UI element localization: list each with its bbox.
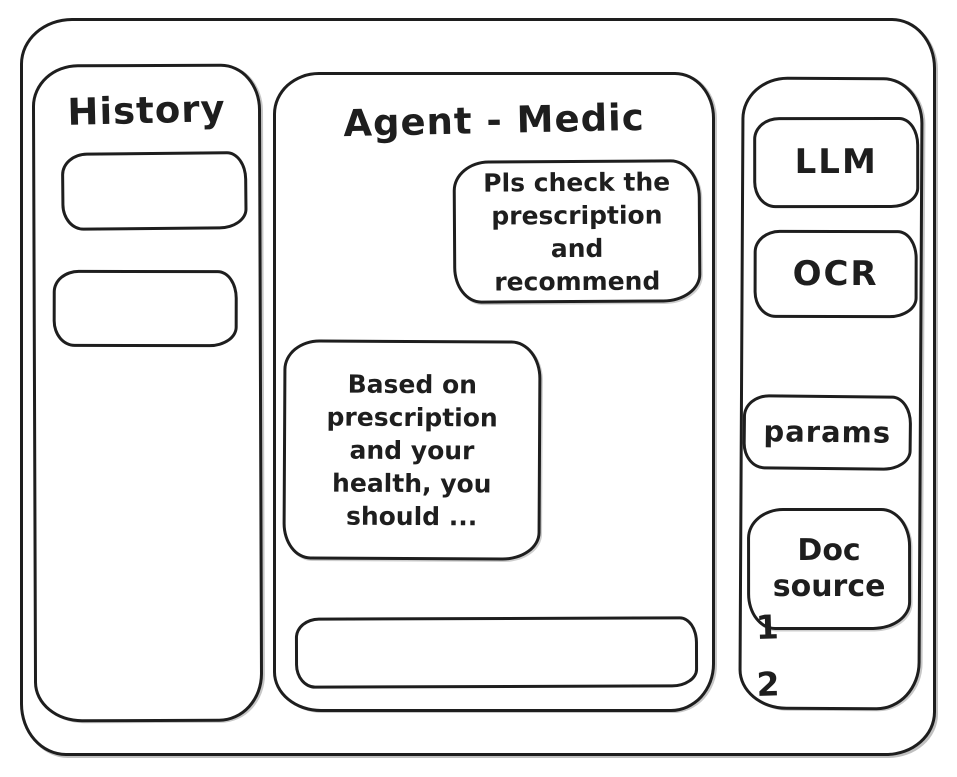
message-input[interactable]	[294, 616, 699, 689]
tools-panel: LLM OCR params Doc source 1 2	[738, 76, 924, 711]
user-message-bubble: Pls check the prescription and recommend	[452, 159, 702, 304]
doc-source-item[interactable]: 1	[755, 607, 780, 648]
chat-title: Agent - Medic	[342, 95, 646, 146]
history-panel: History	[31, 63, 264, 723]
assistant-message-text: Based on prescription and your health, y…	[326, 369, 498, 531]
ocr-button[interactable]: OCR	[753, 229, 918, 319]
user-message-text: Pls check the prescription and recommend	[483, 166, 671, 297]
chat-panel: Agent - Medic Pls check the prescription…	[273, 72, 715, 712]
llm-button[interactable]: LLM	[753, 116, 920, 209]
assistant-message-bubble: Based on prescription and your health, y…	[282, 339, 542, 561]
params-button[interactable]: params	[742, 394, 913, 471]
doc-source-item[interactable]: 2	[755, 664, 781, 705]
history-title: History	[66, 87, 227, 134]
history-item[interactable]	[60, 151, 248, 231]
history-item[interactable]	[52, 269, 238, 348]
